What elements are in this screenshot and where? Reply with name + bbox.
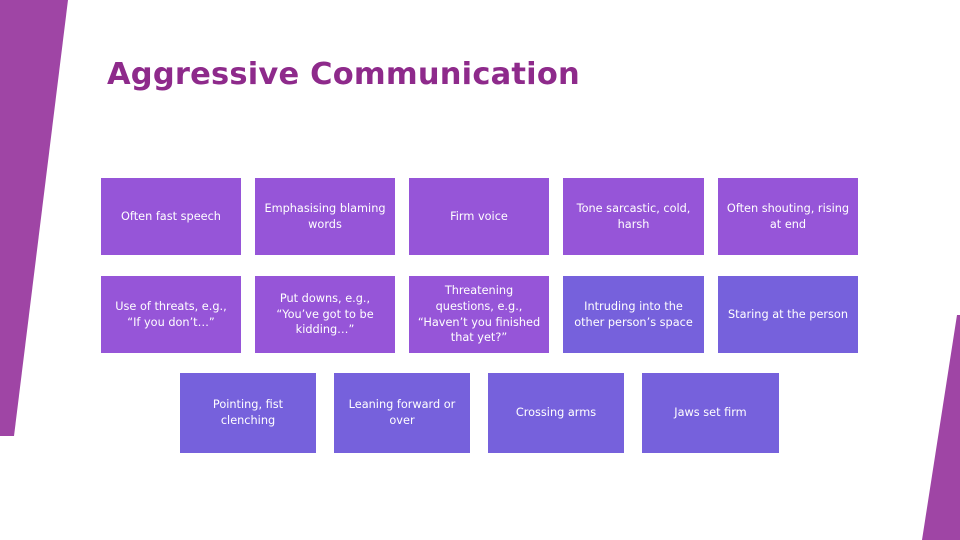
box-row1-col2[interactable]: Emphasising blaming words: [255, 178, 395, 255]
box-label: Often shouting, rising at end: [726, 201, 850, 231]
box-label: Firm voice: [450, 209, 508, 223]
box-row3-col1[interactable]: Pointing, fist clenching: [180, 373, 316, 453]
box-row2-col1[interactable]: Use of threats, e.g., “If you don’t…”: [101, 276, 241, 353]
box-label: Crossing arms: [515, 406, 597, 420]
box-row3-col4[interactable]: Jaws set firm: [642, 373, 779, 453]
box-row2-col2[interactable]: Put downs, e.g., “You’ve got to be kiddi…: [255, 276, 395, 353]
box-row2-col5[interactable]: Staring at the person: [718, 276, 858, 353]
box-label: Jaws set firm: [674, 406, 747, 420]
box-label: Intruding into the other person’s space: [574, 299, 693, 329]
box-row2-col3[interactable]: Threatening questions, e.g., “Haven’t yo…: [409, 276, 549, 353]
box-row1-col3[interactable]: Firm voice: [409, 178, 549, 255]
box-label: Tone sarcastic, cold, harsh: [576, 201, 691, 231]
box-label: Put downs, e.g., “You’ve got to be kiddi…: [276, 292, 374, 337]
box-label: Pointing, fist clenching: [212, 398, 284, 427]
page-title: Aggressive Communication: [107, 57, 580, 92]
box-label: Emphasising blaming words: [264, 201, 386, 231]
box-label: Leaning forward or over: [348, 398, 456, 427]
box-label: Use of threats, e.g., “If you don’t…”: [115, 299, 227, 329]
box-label: Staring at the person: [727, 307, 849, 321]
box-row3-col2[interactable]: Leaning forward or over: [334, 373, 470, 453]
box-row1-col1[interactable]: Often fast speech: [101, 178, 241, 255]
box-row2-col4[interactable]: Intruding into the other person’s space: [563, 276, 704, 353]
box-row1-col4[interactable]: Tone sarcastic, cold, harsh: [563, 178, 704, 255]
box-row3-col3[interactable]: Crossing arms: [488, 373, 624, 453]
box-label: Threatening questions, e.g., “Haven’t yo…: [417, 284, 541, 345]
box-row1-col5[interactable]: Often shouting, rising at end: [718, 178, 858, 255]
box-label: Often fast speech: [121, 209, 221, 223]
